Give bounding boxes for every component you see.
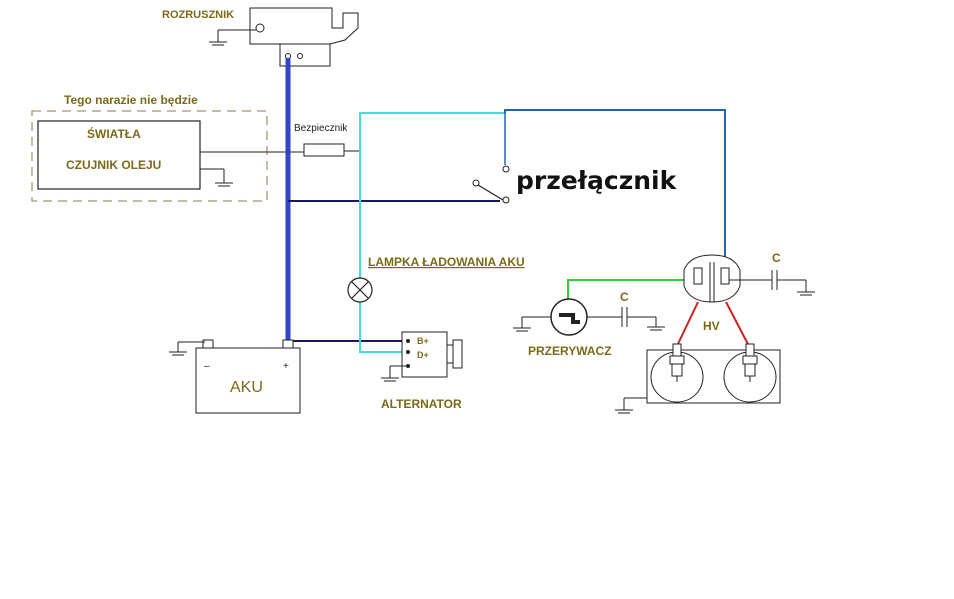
ignition-coil <box>683 254 741 303</box>
engine-head <box>646 349 781 404</box>
breaker-ground-icon <box>513 316 551 332</box>
starter-terminal <box>255 23 265 33</box>
starter-label: ROZRUSZNIK <box>162 9 234 21</box>
lights-oil-sensor-box <box>37 120 201 190</box>
battery-label: AKU <box>230 379 263 396</box>
alternator <box>401 331 463 378</box>
starter-ground-icon <box>209 29 256 46</box>
battery-minus: – <box>204 361 210 372</box>
switch-label: przełącznik <box>516 166 678 195</box>
battery-plus: + <box>283 361 289 372</box>
hv-wire-right <box>725 301 751 349</box>
switch <box>472 165 510 204</box>
capacitor-1 <box>621 307 665 331</box>
cyan-wire-top <box>359 112 505 290</box>
alternator-b-plus: B+ <box>417 336 429 346</box>
charge-lamp-label: LAMPKA ŁADOWANIA AKU <box>368 255 525 269</box>
battery-ground-icon <box>169 341 205 356</box>
engine-ground-icon <box>615 397 647 414</box>
future-components-box <box>31 110 268 202</box>
capacitor-2 <box>729 270 815 296</box>
breaker-label: PRZERYWACZ <box>528 344 612 358</box>
box-ground-icon <box>200 168 233 187</box>
ignition-wire <box>504 109 726 270</box>
spark-plug-left-icon <box>669 343 685 382</box>
capacitor-2-label: C <box>772 251 781 265</box>
alternator-label: ALTERNATOR <box>381 397 462 411</box>
future-components-label: Tego narazie nie będzie <box>64 93 198 107</box>
breaker <box>550 298 622 336</box>
charge-lamp-icon <box>347 277 373 303</box>
oil-sensor-label: CZUJNIK OLEJU <box>66 158 161 172</box>
spark-plug-right-icon <box>742 343 758 382</box>
capacitor-1-label: C <box>620 290 629 304</box>
alternator-ground-icon <box>381 365 406 382</box>
alternator-d-plus: D+ <box>417 350 429 360</box>
fuse-label: Bezpiecznik <box>294 123 348 134</box>
starter <box>249 7 359 67</box>
fuse <box>303 143 345 157</box>
battery <box>195 339 301 414</box>
cyan-wire-bottom <box>359 300 404 353</box>
ignition-coil-label: HV <box>703 319 720 333</box>
breaker-wire <box>567 279 698 302</box>
lights-label: ŚWIATŁA <box>87 126 141 141</box>
hv-wire-left <box>675 301 699 349</box>
